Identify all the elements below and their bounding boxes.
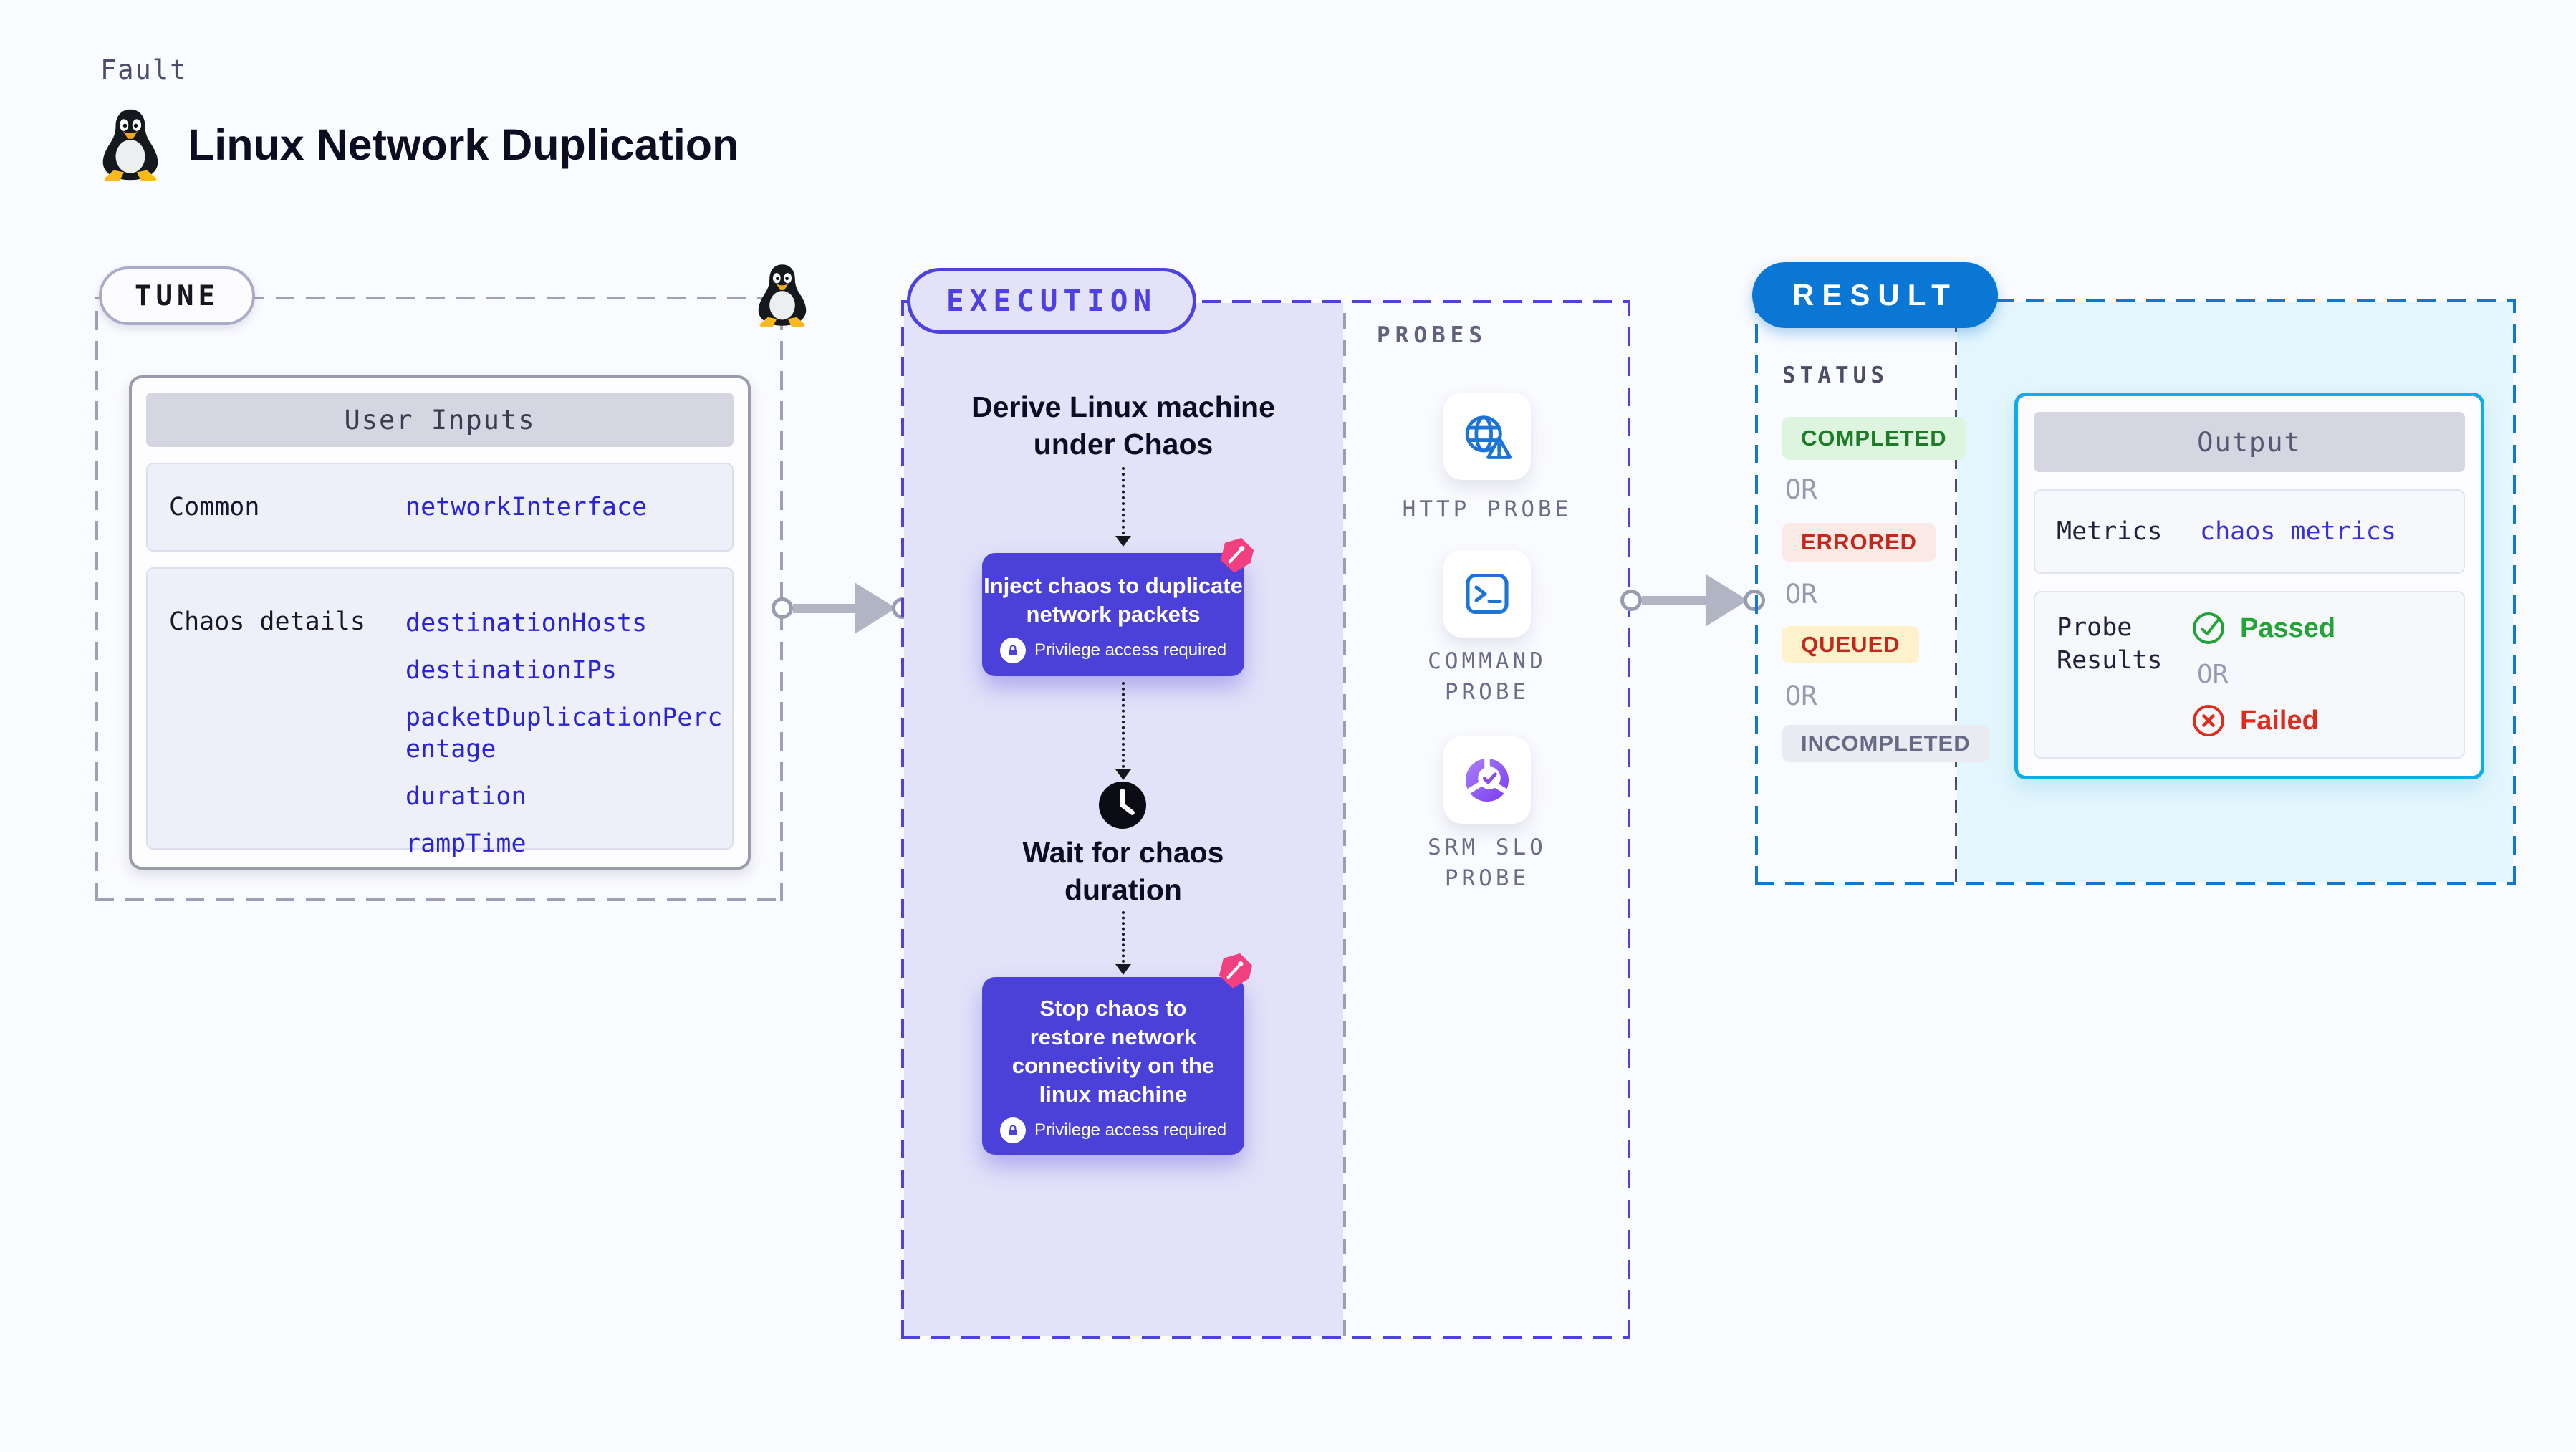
user-input-row-chaos-details: Chaos details destinationHosts destinati… [146,567,734,858]
step-derive-machine: Derive Linux machine under Chaos [971,390,1275,461]
or-separator: OR [1785,681,1817,711]
node-stop-chaos: Stop chaos to restore network connectivi… [982,977,1244,1155]
input-value: networkInterface [405,493,648,521]
arrowhead-icon [1115,536,1131,547]
result-badge: RESULT [1752,262,1998,328]
arrowhead-icon [1115,769,1131,780]
probe-result-failed: Failed [2191,703,2335,738]
node-inject-chaos: Inject chaos to duplicate network packet… [982,553,1244,676]
row-label: Common [169,493,260,521]
user-inputs-card: User Inputs Common networkInterface Chao… [129,375,751,870]
metrics-label: Metrics [2057,517,2163,546]
command-probe-card [1443,550,1531,638]
http-probe-label: HTTP PROBE [1402,496,1572,522]
or-separator: OR [2197,660,2229,689]
status-badge-incompleted: INCOMPLETED [1782,725,1989,762]
probes-section-label: PROBES [1377,322,1487,348]
output-probe-results-row: Probe Results Passed OR Failed [2034,591,2465,759]
execution-badge: EXECUTION [907,268,1197,334]
output-metrics-row: Metrics chaos metrics [2034,489,2465,574]
status-badge-errored: ERRORED [1782,523,1936,562]
dotted-connector [1122,911,1125,963]
user-inputs-header: User Inputs [146,393,734,447]
metrics-value: chaos metrics [2200,517,2396,546]
input-value: duration [405,782,527,811]
input-value: packetDuplicationPercentage [405,703,723,764]
srm-slo-probe-card [1443,736,1531,824]
page-title: Linux Network Duplication [188,120,739,169]
terminal-icon [1464,570,1511,617]
dotted-connector [1122,682,1125,768]
flow-arrow-execution-to-result [1620,574,1765,626]
or-separator: OR [1785,579,1817,610]
arrowhead-icon [1706,574,1748,626]
tux-penguin-icon [755,261,809,330]
slo-donut-icon [1464,756,1511,804]
probe-result-passed: Passed [2191,611,2335,645]
dotted-connector [1122,467,1125,534]
chaos-pink-icon [1216,534,1258,576]
connector-ring [1620,590,1642,611]
clock-icon [1097,779,1148,831]
input-value: destinationIPs [405,656,617,685]
privilege-note: Privilege access required [982,638,1244,663]
user-input-row-common: Common networkInterface [146,463,734,552]
http-probe-card [1443,393,1531,480]
or-separator: OR [1785,474,1817,505]
arrowhead-icon [1115,964,1131,975]
tune-badge: TUNE [99,266,255,325]
flow-arrow-tune-to-execution [772,582,913,634]
status-label: STATUS [1782,362,1888,388]
step-wait-duration: Wait for chaos duration [1022,836,1224,906]
page-header: Linux Network Duplication [99,107,739,182]
output-header: Output [2034,412,2465,472]
status-badge-completed: COMPLETED [1782,417,1966,460]
row-label: Chaos details [169,607,365,636]
probes-divider [1343,303,1346,1336]
input-value: rampTime [405,830,527,858]
probe-results-label: Probe Results [2057,613,2163,675]
output-card: Output Metrics chaos metrics Probe Resul… [2014,393,2484,779]
status-badge-queued: QUEUED [1782,626,1919,663]
srm-slo-probe-label: SRM SLO PROBE [1428,835,1547,891]
fault-kicker: Fault [100,54,188,85]
lock-icon [999,638,1026,663]
connector-ring [772,597,793,619]
tux-penguin-icon [99,107,162,182]
chaos-pink-icon [1215,950,1256,991]
check-circle-icon [2191,611,2226,645]
x-circle-icon [2191,703,2226,738]
result-divider [1955,302,1957,882]
input-value: destinationHosts [405,609,648,638]
command-probe-label: COMMAND PROBE [1428,648,1547,705]
arrowhead-icon [855,582,896,634]
globe-alert-icon [1461,411,1514,461]
lock-icon [999,1117,1026,1143]
privilege-note: Privilege access required [982,1117,1244,1143]
